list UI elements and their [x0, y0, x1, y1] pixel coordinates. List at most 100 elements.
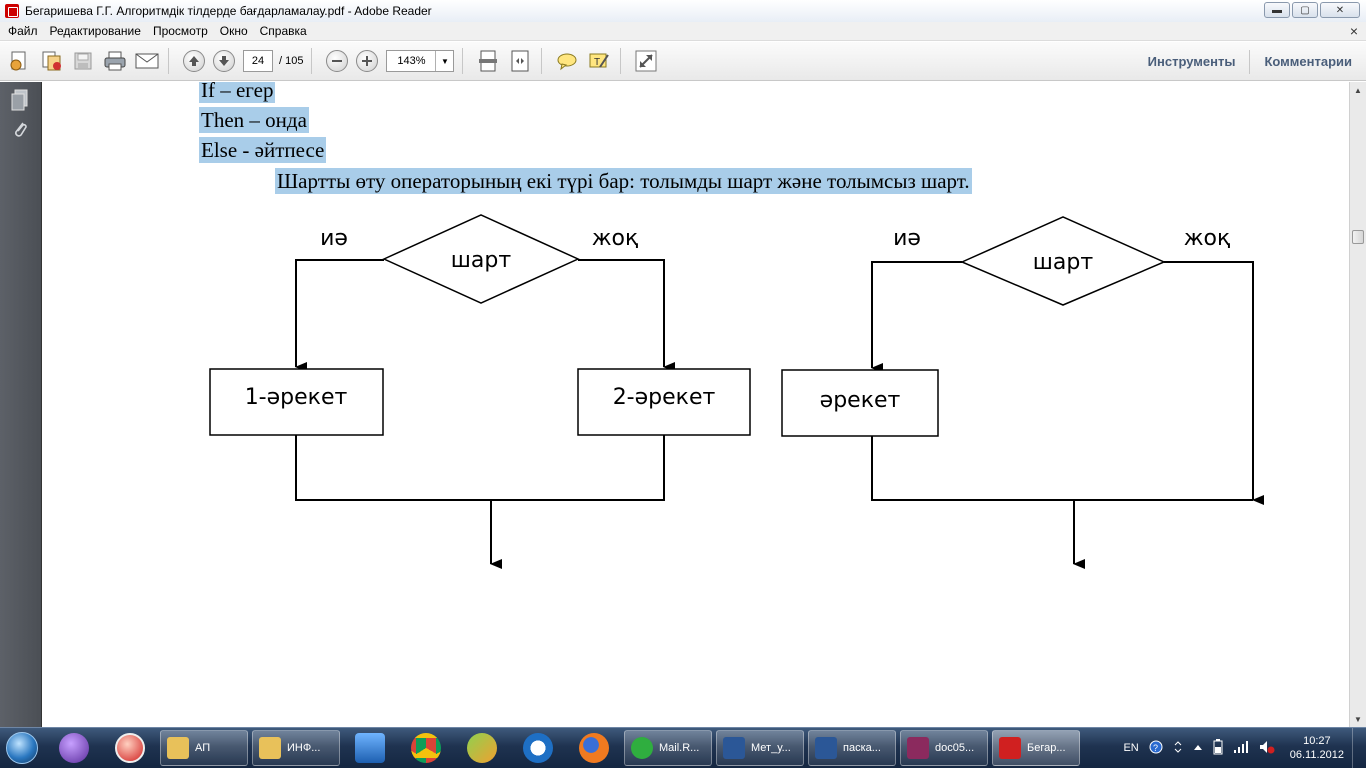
battery-icon[interactable] — [1213, 738, 1223, 758]
pinned-app-utility[interactable] — [456, 730, 508, 766]
close-document-icon[interactable]: × — [1349, 23, 1358, 39]
close-button[interactable]: ✕ — [1320, 2, 1360, 18]
flowchart-short: шарт иә жоқ әрекет — [781, 216, 1264, 569]
task-label: Мет_у... — [751, 742, 791, 754]
firefox-icon — [579, 733, 609, 763]
window-titlebar: Бегаришева Г.Г. Алгоритмдік тілдерде бағ… — [0, 0, 1366, 22]
comments-button[interactable]: Комментарии — [1264, 54, 1352, 69]
zoom-in-button[interactable] — [356, 50, 379, 72]
menu-bar: Файл Редактирование Просмотр Окно Справк… — [0, 22, 1366, 41]
highlight-text-icon[interactable]: T — [586, 48, 612, 74]
task-adobe-reader[interactable]: Бегар... — [992, 730, 1080, 766]
clock[interactable]: 10:27 06.11.2012 — [1290, 734, 1344, 762]
clock-time: 10:27 — [1303, 735, 1331, 747]
maximize-button[interactable]: ▢ — [1292, 2, 1318, 18]
pinned-app-mail[interactable] — [512, 730, 564, 766]
vertical-scrollbar[interactable]: ▲ ▼ — [1349, 82, 1366, 727]
media-player-icon — [355, 733, 385, 763]
toolbar: 24 / 105 143% ▼ T Инструменты Комментари… — [0, 42, 1366, 81]
print-icon[interactable] — [102, 48, 128, 74]
help-icon[interactable]: ? — [1149, 740, 1163, 757]
toolbar-panels: Инструменты Комментарии — [1134, 42, 1366, 81]
fit-page-icon[interactable] — [475, 48, 501, 74]
task-word-met[interactable]: Мет_у... — [716, 730, 804, 766]
yes-branch-line — [295, 259, 384, 372]
chevron-down-icon[interactable]: ▼ — [435, 51, 453, 71]
purple-orbit-icon — [59, 733, 89, 763]
create-pdf-icon[interactable] — [6, 48, 32, 74]
clock-date: 06.11.2012 — [1289, 749, 1344, 761]
email-icon[interactable] — [134, 48, 160, 74]
task-winrar-doc[interactable]: doc05... — [900, 730, 988, 766]
winrar-icon — [907, 737, 929, 759]
pinned-app-chrome[interactable] — [400, 730, 452, 766]
previous-page-button[interactable] — [183, 50, 205, 72]
minimize-button[interactable]: ▬ — [1264, 2, 1290, 18]
pinned-app-firefox[interactable] — [568, 730, 620, 766]
toolbar-separator — [462, 48, 464, 74]
condition-label: шарт — [1033, 250, 1094, 275]
green-orange-icon — [467, 733, 497, 763]
fit-width-icon[interactable] — [507, 48, 533, 74]
zoom-select[interactable]: 143% ▼ — [386, 50, 455, 72]
task-mailru[interactable]: Mail.R... — [624, 730, 712, 766]
scroll-thumb[interactable] — [1352, 230, 1364, 244]
red-shield-icon — [115, 733, 145, 763]
page-thumbnails-icon[interactable] — [9, 88, 31, 112]
menu-help[interactable]: Справка — [259, 24, 307, 38]
no-branch-line — [578, 259, 675, 372]
adobe-reader-icon — [5, 4, 19, 18]
pdf-icon — [999, 737, 1021, 759]
start-button[interactable] — [0, 728, 44, 768]
save-icon[interactable] — [70, 48, 96, 74]
scroll-up-icon[interactable]: ▲ — [1354, 85, 1362, 95]
yes-label: иә — [320, 226, 348, 251]
task-folder-ap[interactable]: АП — [160, 730, 248, 766]
menu-file[interactable]: Файл — [8, 24, 38, 38]
menu-window[interactable]: Окно — [219, 24, 248, 38]
sticky-note-icon[interactable] — [554, 48, 580, 74]
show-hidden-icons-icon[interactable] — [1193, 742, 1203, 755]
menu-view[interactable]: Просмотр — [152, 24, 208, 38]
tray-options-icon[interactable] — [1173, 740, 1183, 757]
system-tray: EN ? 10:27 06.11.2012 — [1118, 728, 1366, 768]
action2-box — [577, 368, 751, 436]
scroll-down-icon[interactable]: ▼ — [1354, 714, 1362, 724]
action-box — [781, 369, 939, 437]
attachments-icon[interactable] — [9, 118, 31, 142]
show-desktop-button[interactable] — [1352, 728, 1366, 768]
page-total-label: / 105 — [279, 55, 304, 67]
zoom-value: 143% — [397, 55, 426, 67]
menu-edit[interactable]: Редактирование — [49, 24, 141, 38]
network-signal-icon[interactable] — [1233, 740, 1249, 757]
task-folder-inf[interactable]: ИНФ... — [252, 730, 340, 766]
volume-icon[interactable] — [1259, 740, 1275, 757]
text-sentence: Шартты өту операторының екі түрі бар: то… — [275, 168, 972, 194]
yes-branch-line — [871, 261, 962, 373]
pinned-app-player[interactable] — [344, 730, 396, 766]
text-line-then: Then – онда — [199, 107, 309, 133]
task-word-pascal[interactable]: паска... — [808, 730, 896, 766]
page-number-input[interactable]: 24 — [243, 50, 273, 72]
zoom-out-button[interactable] — [326, 50, 349, 72]
folder-icon — [167, 737, 189, 759]
pinned-app-antivirus[interactable] — [104, 730, 156, 766]
task-label: паска... — [843, 742, 881, 754]
flowcharts: шарт иә жоқ 1-әрекет 2-әрекет шарт иә жо… — [209, 214, 1264, 569]
text-line-else: Else - әйтпесе — [199, 137, 327, 163]
at-sign-icon — [523, 733, 553, 763]
mailru-icon — [631, 737, 653, 759]
language-indicator[interactable]: EN — [1123, 742, 1139, 754]
tools-button[interactable]: Инструменты — [1147, 54, 1236, 69]
fullscreen-icon[interactable] — [633, 48, 659, 74]
svg-text:?: ? — [1153, 743, 1158, 753]
no-label: жоқ — [1184, 226, 1231, 251]
no-label: жоқ — [592, 226, 639, 251]
action1-box — [209, 368, 384, 436]
combine-files-icon[interactable] — [38, 48, 64, 74]
next-page-button[interactable] — [213, 50, 235, 72]
document-view[interactable]: If – егер Then – онда Else - әйтпесе Шар… — [43, 82, 1349, 727]
task-label: Бегар... — [1027, 742, 1066, 754]
action-label: әрекет — [820, 388, 901, 413]
pinned-app-media[interactable] — [48, 730, 100, 766]
